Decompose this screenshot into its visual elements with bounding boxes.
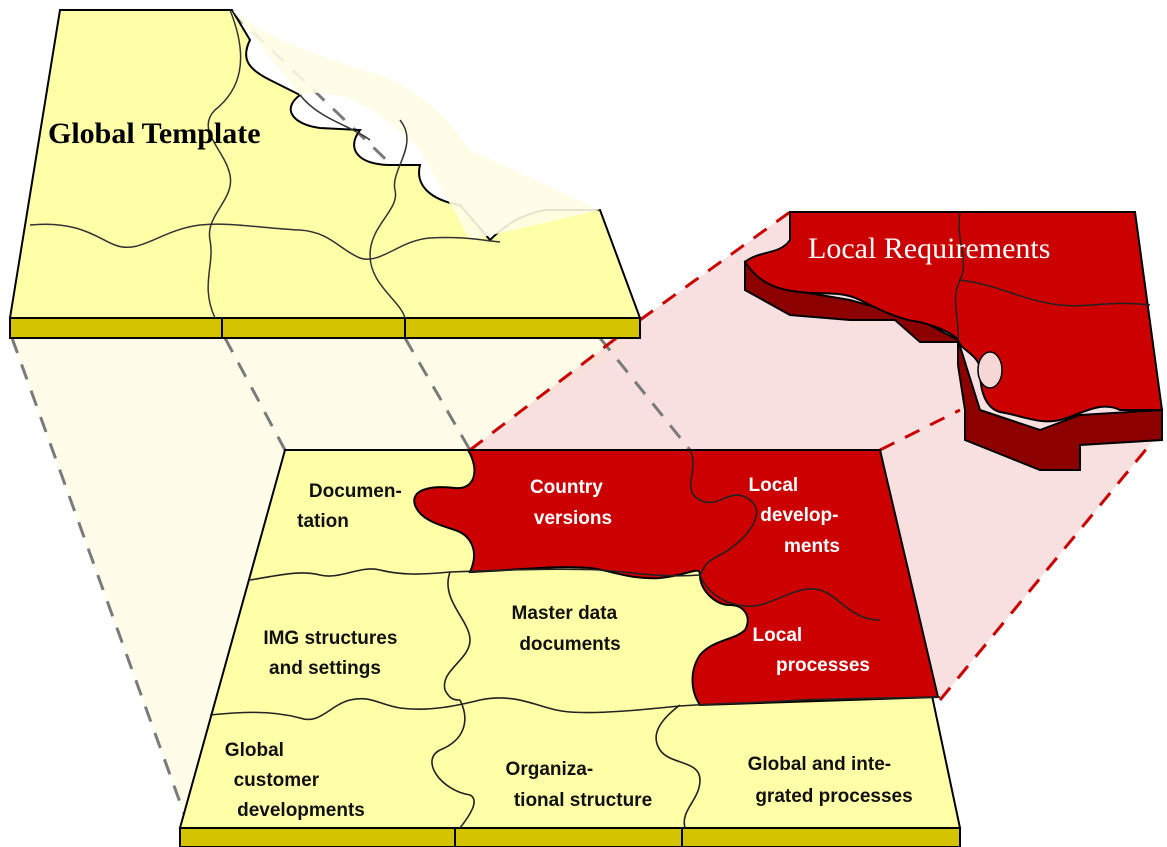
projection-global-area (12, 338, 640, 830)
bottom-board: Documen- tation Country versions Local d… (178, 449, 962, 847)
bottom-board-edge (179, 827, 961, 847)
piece-label-local-processes: Local processes (753, 625, 870, 676)
projection-lines-grey (10, 10, 692, 831)
local-requirements-sides (744, 260, 1163, 471)
red-region (413, 449, 940, 707)
piece-label-img-structures: IMG structures and settings (263, 628, 402, 679)
local-requirements-surface (743, 211, 1164, 423)
global-template-surface (8, 9, 642, 319)
piece-label-global-customer: Global customer developments (225, 740, 365, 821)
local-requirements-title: Local Requirements (808, 232, 1050, 265)
local-requirements-board: Local Requirements (743, 211, 1164, 471)
piece-label-global-integrated: Global and inte- grated processes (748, 754, 913, 807)
piece-label-local-developments: Local develop- ments (749, 475, 844, 557)
projection-lines-red (469, 210, 1164, 701)
global-template-board: Global Template (8, 9, 642, 339)
piece-label-documentation: Documen- tation (297, 481, 407, 532)
puzzle-seams (209, 449, 941, 829)
piece-label-organizational: Organiza- tional structure (506, 759, 653, 811)
global-template-edge (9, 317, 641, 339)
piece-label-master-data: Master data documents (512, 603, 623, 655)
piece-label-country-versions: Country versions (530, 477, 612, 529)
global-template-title: Global Template (48, 117, 261, 150)
